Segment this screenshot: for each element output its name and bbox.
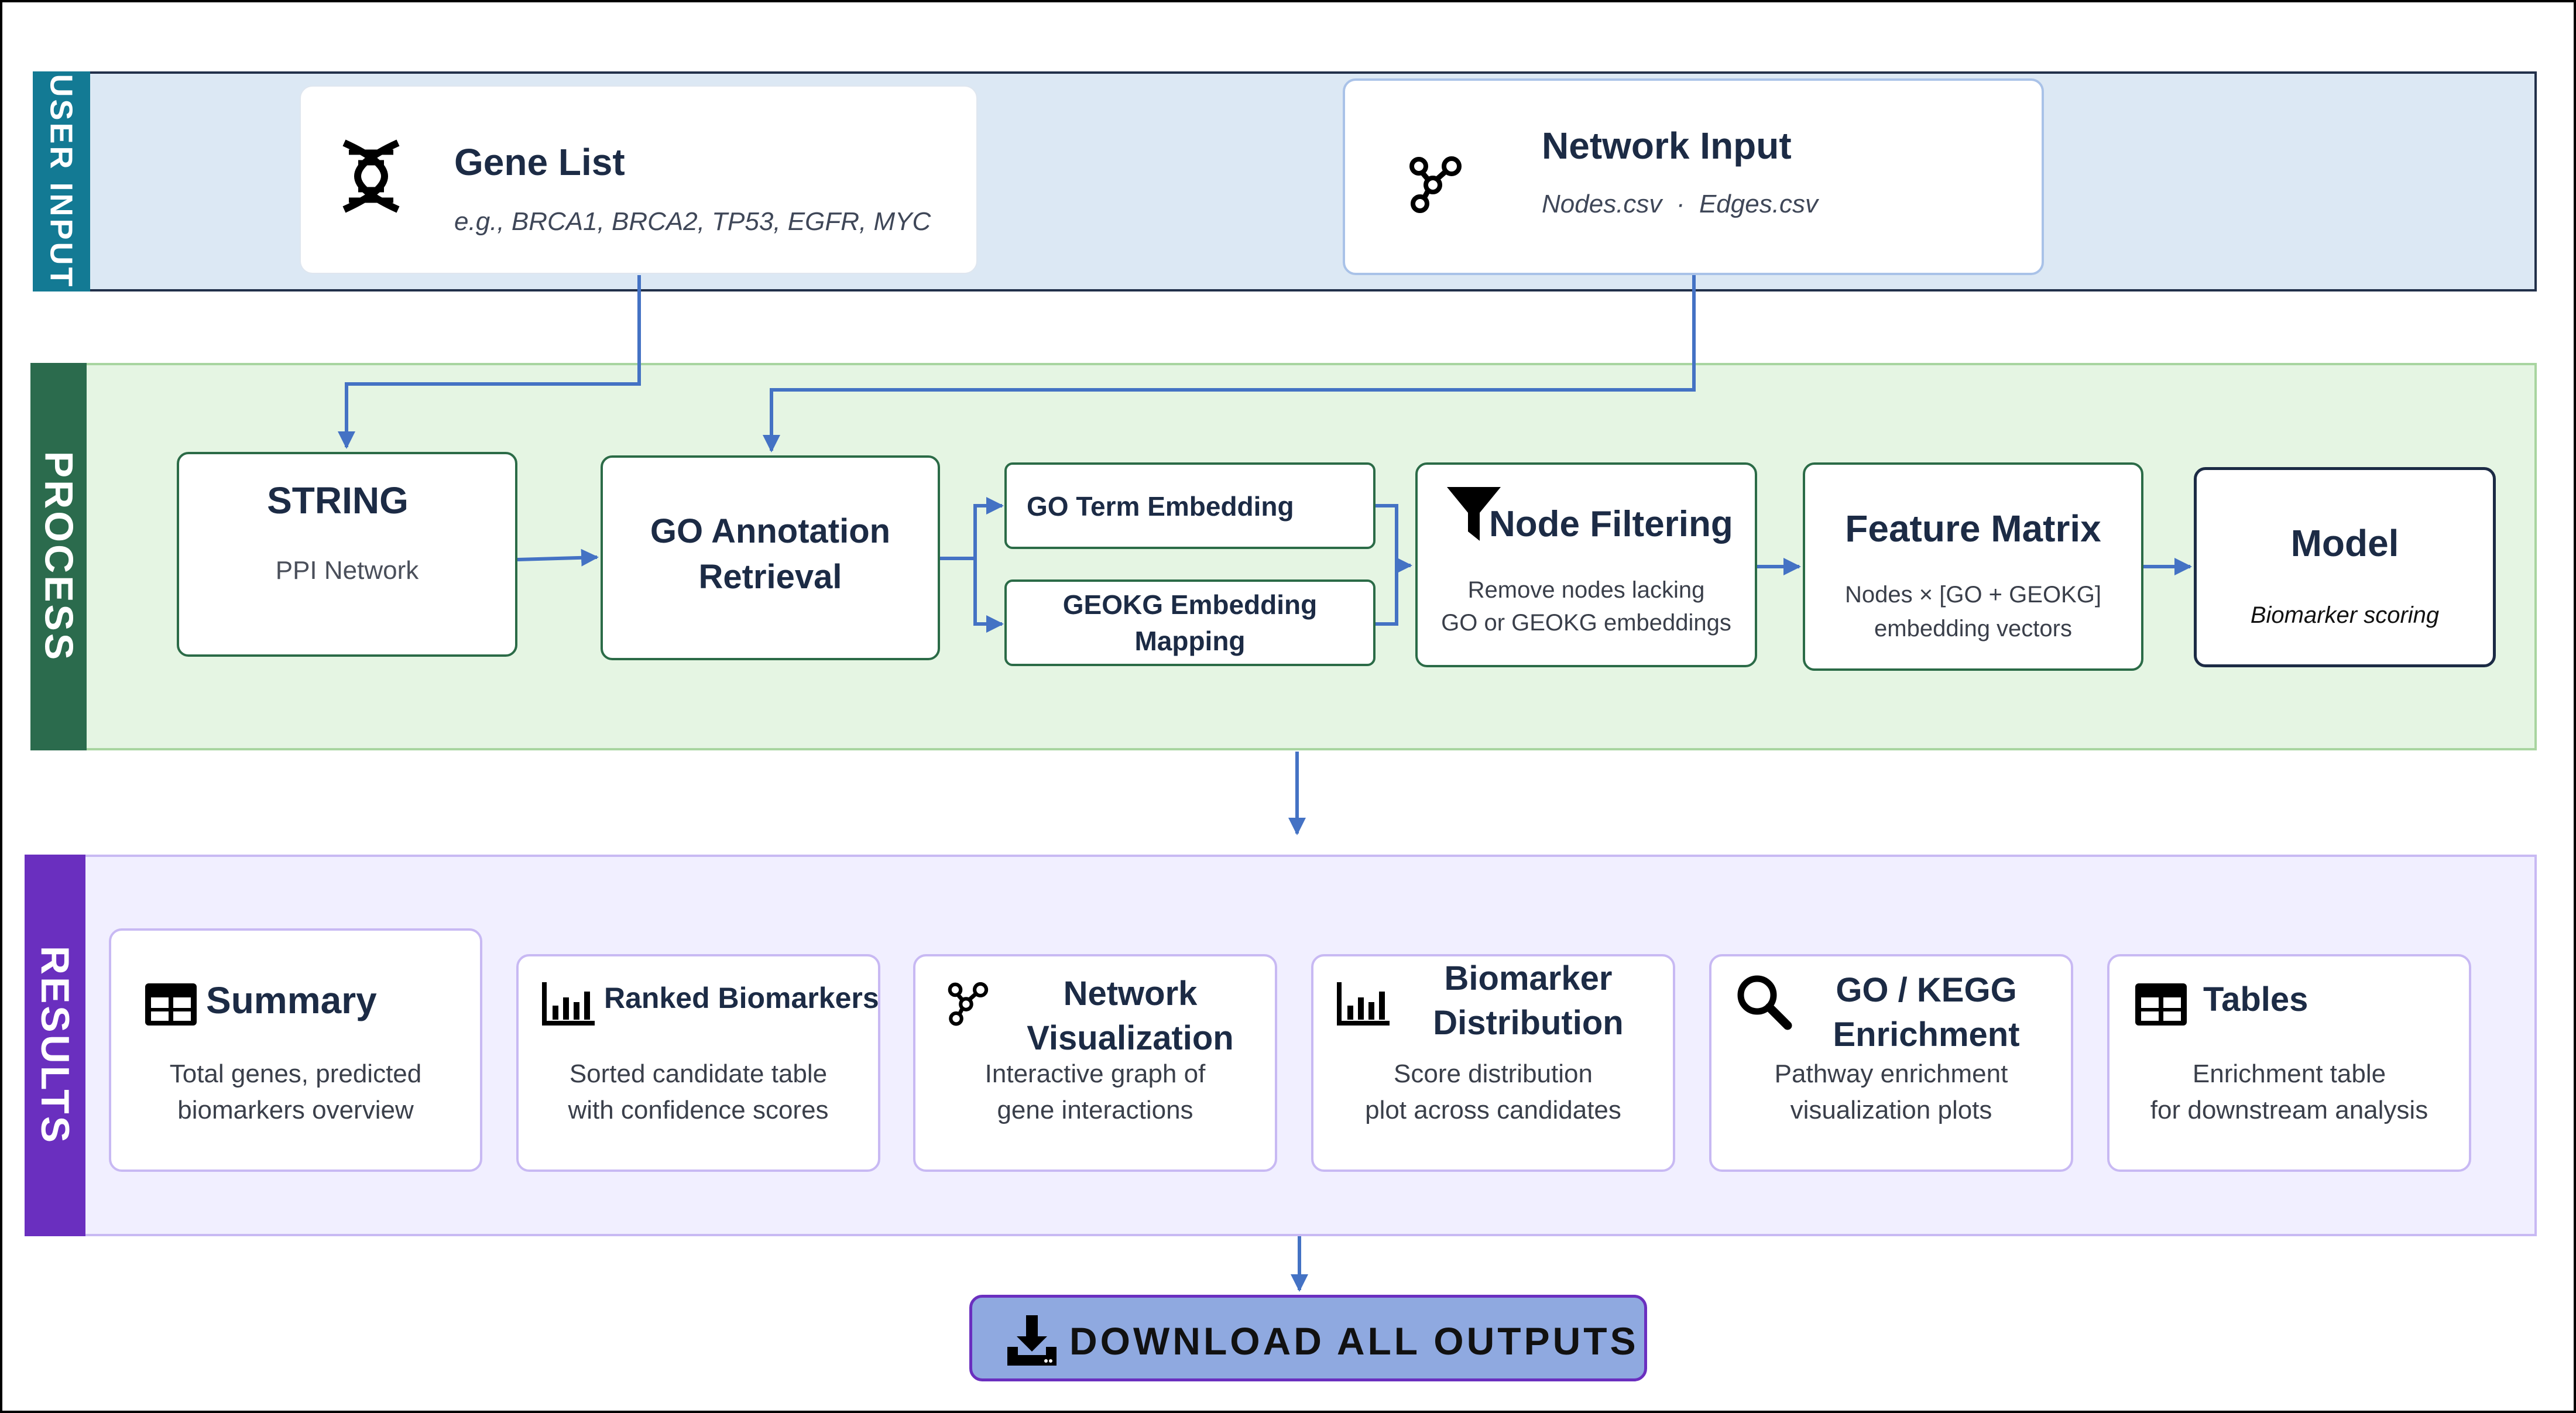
model-title: Model (2290, 522, 2399, 564)
string-title: STRING (267, 479, 409, 522)
biomarker-distribution-card: Biomarker Distribution Score distributio… (1311, 954, 1675, 1172)
ranked-biomarkers-desc: Sorted candidate table with confidence s… (519, 1056, 878, 1129)
network-graph-icon (1409, 156, 1462, 213)
download-icon (1007, 1315, 1057, 1366)
go-retrieval-box: GO Annotation Retrieval (601, 455, 940, 660)
tables-desc-line1: Enrichment table (2192, 1059, 2386, 1088)
model-box: Model Biomarker scoring (2194, 467, 2496, 667)
tables-title: Tables (2203, 980, 2309, 1018)
enrichment-desc-line1: Pathway enrichment (1774, 1059, 2008, 1088)
tables-desc: Enrichment table for downstream analysis (2109, 1056, 2469, 1129)
enrichment-title2: Enrichment (1833, 1016, 2020, 1054)
enrichment-title1: GO / KEGG (1836, 971, 2017, 1009)
geokg-mapping-box: GEOKG Embedding Mapping (1004, 579, 1376, 666)
connector-go-split (940, 497, 1004, 560)
feature-matrix-line2: embedding vectors (1874, 616, 2072, 642)
node-filtering-box: Node Filtering Remove nodes lacking GO o… (1415, 462, 1757, 667)
user-input-label: USER INPUT (33, 71, 90, 291)
ranked-biomarkers-title: Ranked Biomarkers (604, 982, 879, 1014)
dna-icon (342, 139, 400, 213)
network-visualization-desc: Interactive graph of gene interactions (915, 1056, 1275, 1129)
summary-desc: Total genes, predicted biomarkers overvi… (111, 1056, 480, 1129)
summary-desc-line2: biomarkers overview (177, 1096, 414, 1124)
network-visualization-title1: Network (1063, 975, 1198, 1013)
feature-matrix-title: Feature Matrix (1845, 507, 2101, 550)
go-term-embedding-box: GO Term Embedding (1004, 462, 1376, 549)
connector-string-to-go (517, 548, 599, 567)
connector-network-to-go (763, 275, 1696, 452)
gene-list-title: Gene List (454, 141, 625, 183)
string-subtitle: PPI Network (275, 556, 419, 585)
geokg-mapping-line2: Mapping (1134, 626, 1246, 656)
biomarker-distribution-desc-line1: Score distribution (1394, 1059, 1593, 1088)
network-visualization-desc-line2: gene interactions (997, 1096, 1193, 1124)
biomarker-distribution-title1: Biomarker (1444, 959, 1613, 997)
table-icon (145, 983, 197, 1026)
process-label: PROCESS (30, 363, 87, 750)
tables-desc-line2: for downstream analysis (2150, 1096, 2428, 1124)
bar-chart-icon (542, 982, 595, 1026)
summary-title: Summary (206, 979, 377, 1021)
connector-genelist-to-string (338, 275, 641, 449)
network-input-files: Nodes.csv · Edges.csv (1542, 190, 1818, 218)
network-input-title: Network Input (1542, 125, 1792, 167)
model-subtitle: Biomarker scoring (2250, 602, 2440, 628)
biomarker-distribution-desc: Score distribution plot across candidate… (1313, 1056, 1673, 1129)
string-box: STRING PPI Network (177, 452, 517, 657)
network-visualization-desc-line1: Interactive graph of (985, 1059, 1206, 1088)
network-input-box: Network Input Nodes.csv · Edges.csv (1343, 78, 2044, 275)
gene-list-box: Gene List e.g., BRCA1, BRCA2, TP53, EGFR… (300, 85, 977, 274)
node-filtering-line1: Remove nodes lacking (1467, 577, 1705, 603)
enrichment-card: GO / KEGG Enrichment Pathway enrichment … (1709, 954, 2073, 1172)
bar-chart-icon (1337, 982, 1390, 1026)
download-all-button[interactable]: DOWNLOAD ALL OUTPUTS (969, 1295, 1647, 1381)
table-icon (2135, 983, 2187, 1026)
network-visualization-card: Network Visualization Interactive graph … (913, 954, 1277, 1172)
summary-desc-line1: Total genes, predicted (169, 1059, 422, 1088)
filter-icon (1447, 487, 1501, 541)
biomarker-distribution-desc-line2: plot across candidates (1365, 1096, 1621, 1124)
ranked-biomarkers-desc-line2: with confidence scores (568, 1096, 829, 1124)
results-label: RESULTS (25, 855, 85, 1236)
summary-card: Summary Total genes, predicted biomarker… (109, 928, 482, 1172)
feature-matrix-line1: Nodes × [GO + GEOKG] (1845, 582, 2101, 608)
feature-matrix-box: Feature Matrix Nodes × [GO + GEOKG] embe… (1803, 462, 2143, 671)
download-all-label: DOWNLOAD ALL OUTPUTS (1069, 1319, 1639, 1363)
ranked-biomarkers-card: Ranked Biomarkers Sorted candidate table… (516, 954, 880, 1172)
go-retrieval-line1: GO Annotation (650, 512, 891, 550)
biomarker-distribution-title2: Distribution (1433, 1004, 1624, 1042)
gene-list-example: e.g., BRCA1, BRCA2, TP53, EGFR, MYC (454, 207, 931, 236)
geokg-mapping-line1: GEOKG Embedding (1062, 589, 1318, 620)
connector-go-split-lower (973, 558, 1004, 633)
enrichment-desc-line2: visualization plots (1790, 1096, 1992, 1124)
tables-card: Tables Enrichment table for downstream a… (2107, 954, 2471, 1172)
ranked-biomarkers-desc-line1: Sorted candidate table (569, 1059, 828, 1088)
network-visualization-title2: Visualization (1027, 1019, 1234, 1057)
network-graph-icon (948, 982, 989, 1026)
go-retrieval-line2: Retrieval (698, 558, 842, 596)
search-icon (1737, 975, 1792, 1030)
node-filtering-title: Node Filtering (1489, 504, 1733, 544)
node-filtering-line2: GO or GEOKG embeddings (1441, 610, 1731, 636)
connector-embeddings-merge-lower (1376, 565, 1398, 626)
connector-embeddings-merge-upper (1376, 504, 1412, 574)
go-term-embedding-title: GO Term Embedding (1027, 491, 1294, 522)
enrichment-desc: Pathway enrichment visualization plots (1711, 1056, 2071, 1129)
